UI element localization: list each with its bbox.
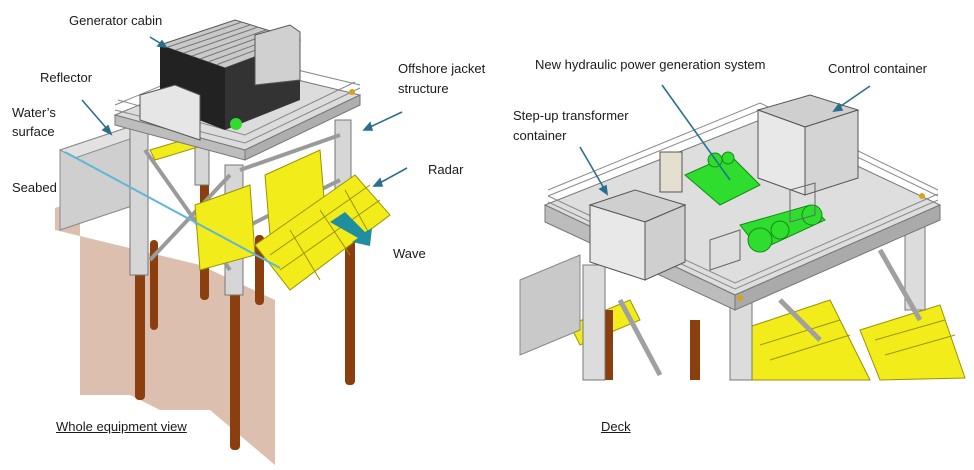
label-offshore-jacket-1: Offshore jacket [398, 61, 486, 76]
radar-plates [149, 134, 391, 291]
hydraulic-unit-small [230, 118, 242, 130]
coupling-guards [709, 182, 816, 271]
right-annotation-arrows [579, 84, 871, 196]
label-control-container: Control container [828, 61, 927, 76]
beacon-light [349, 89, 355, 95]
wave-arrow [330, 212, 372, 246]
seabed-plane [55, 200, 275, 465]
label-radar: Radar [428, 162, 464, 177]
control-container-side [804, 109, 859, 196]
label-water-surface-1: Water’s [12, 105, 56, 120]
label-seabed: Seabed [12, 180, 57, 195]
deck-radar-lines [759, 319, 956, 361]
deck-reflector-wall [519, 254, 581, 356]
label-generator-cabin: Generator cabin [69, 13, 163, 28]
electrical-cabinet [659, 151, 683, 193]
label-reflector: Reflector [40, 70, 93, 85]
caption-deck: Deck [601, 419, 631, 434]
water-surface-line [64, 151, 281, 269]
deck-legs [582, 199, 926, 381]
radar-plate-lines [269, 184, 381, 281]
transformer-container-side [644, 204, 686, 281]
cabin-box-right [254, 24, 301, 86]
deck-floor-edge-right [734, 204, 941, 311]
label-transformer-1: Step-up transformer [513, 108, 629, 123]
deck-braces [617, 248, 923, 377]
hydraulic-machinery [684, 151, 826, 253]
left-annotation-arrows [81, 36, 408, 187]
label-hydraulic-system: New hydraulic power generation system [535, 57, 766, 72]
label-wave: Wave [393, 246, 426, 261]
cabin-box-left [139, 84, 201, 141]
deck-beacon-1 [737, 295, 743, 301]
label-offshore-jacket-2: structure [398, 81, 449, 96]
label-transformer-2: container [513, 128, 567, 143]
deck-edge-right [244, 94, 361, 161]
label-water-surface-2: surface [12, 124, 55, 139]
deck-beacon-2 [919, 193, 925, 199]
deck-radar-plates [569, 299, 966, 381]
caption-whole-equipment-view: Whole equipment view [56, 419, 187, 434]
deck-piles [603, 310, 700, 380]
